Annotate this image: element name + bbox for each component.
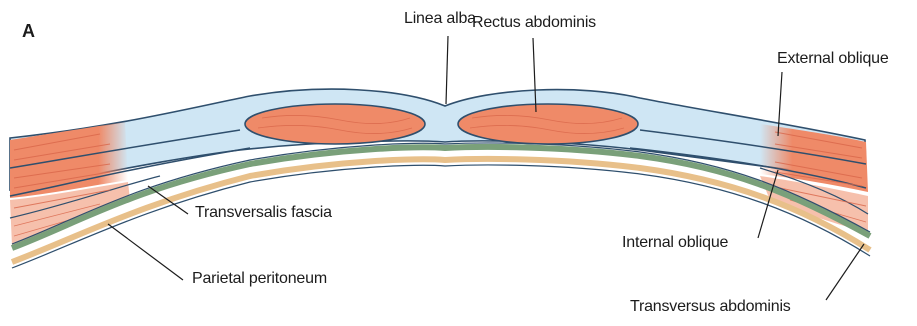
leader-transversalis-fascia <box>148 186 188 214</box>
leader-transversus-abdominis <box>826 244 864 300</box>
label-transversalis-fascia: Transversalis fascia <box>195 204 332 222</box>
label-rectus-abdominis: Rectus abdominis <box>472 14 596 32</box>
panel-letter: A <box>22 22 35 40</box>
rectus-abdominis-left <box>245 104 425 144</box>
label-internal-oblique: Internal oblique <box>622 234 728 252</box>
rectus-abdominis-right <box>458 104 638 144</box>
leader-parietal-peritoneum <box>108 224 183 280</box>
label-linea-alba: Linea alba <box>404 10 476 28</box>
leader-linea-alba <box>446 36 448 104</box>
label-parietal-peritoneum: Parietal peritoneum <box>192 270 327 288</box>
label-external-oblique: External oblique <box>777 50 889 68</box>
label-transversus-abdominis: Transversus abdominis <box>630 298 791 316</box>
